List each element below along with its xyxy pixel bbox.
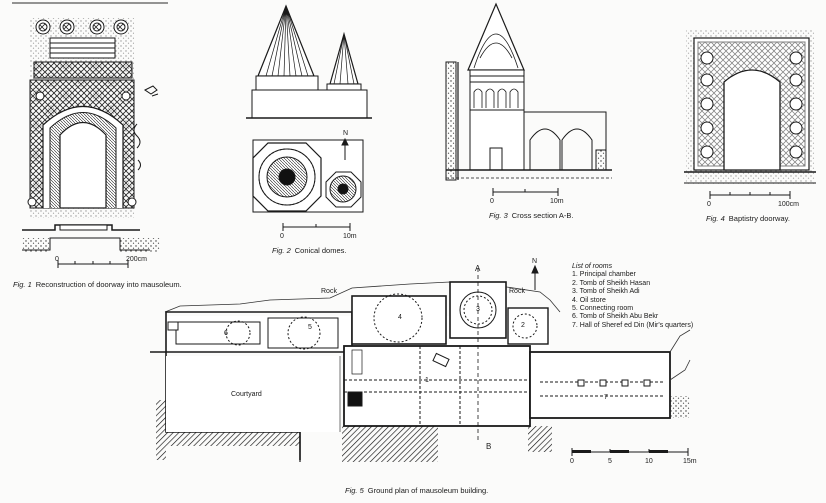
fig4-baptistry-doorway — [684, 30, 816, 185]
fig4-scale-start: 0 — [707, 201, 711, 208]
fig5-room-6: 6 — [224, 330, 228, 337]
room-list-item: 6. Tomb of Sheikh Abu Bekr — [572, 313, 659, 321]
room-list: List of rooms 1. Principal chamber 2. To… — [572, 263, 693, 330]
fig1-scale-start: 0 — [55, 256, 59, 263]
fig1-scale-end: 200cm — [126, 256, 148, 263]
fig5-ground-plan — [150, 268, 691, 462]
room-list-item: 1. Principal chamber — [572, 271, 636, 279]
fig5-room-1: 1 — [425, 377, 429, 384]
fig5-room-5: 5 — [308, 324, 312, 331]
fig5-room-3: 3 — [476, 306, 480, 313]
fig5-room-7: 7 — [604, 394, 608, 401]
fig2-scale-bar — [282, 223, 351, 231]
room-list-title: List of rooms — [572, 263, 613, 270]
fig2-north-label: N — [343, 130, 349, 137]
fig5-rock-right: Rock — [509, 288, 525, 295]
fig2-number: Fig. 2 — [272, 246, 291, 255]
fig3-cross-section — [445, 2, 612, 181]
fig2-dome-plan — [252, 139, 364, 213]
fig5-scale-5: 5 — [608, 458, 612, 465]
fig1-doorway-drawing — [22, 18, 160, 252]
fig5-number: Fig. 5 — [345, 486, 364, 495]
room-list-item: 7. Hall of Sheref ed Din (Mir's quarters… — [572, 321, 694, 329]
fig2-caption-text: Conical domes. — [294, 246, 347, 255]
fig5-section-a: A — [475, 264, 481, 273]
fig5-rock-left: Rock — [321, 288, 337, 295]
fig5-caption-text: Ground plan of mausoleum building. — [367, 486, 489, 495]
fig5-scale-15m: 15m — [683, 458, 697, 465]
fig4-scale-end: 100cm — [778, 201, 800, 208]
room-list-item: 2. Tomb of Sheikh Hasan — [572, 279, 651, 287]
fig4-number: Fig. 4 — [706, 214, 725, 223]
fig3-number: Fig. 3 — [489, 211, 508, 220]
fig1-scale-bar — [57, 260, 129, 268]
fig4-scale-bar — [709, 191, 791, 199]
fig5-north-label: N — [532, 258, 538, 265]
fig1-caption-text: Reconstruction of doorway into mausoleum… — [35, 280, 182, 289]
fig2-scale-start: 0 — [280, 233, 284, 240]
fig3-scale-bar — [492, 188, 559, 196]
fig3-caption-text: Cross section A-B. — [511, 211, 574, 220]
room-list-item: 5. Connecting room — [572, 305, 634, 313]
fig2-scale-end: 10m — [343, 233, 357, 240]
fig2-north-arrow — [341, 137, 349, 160]
fig5-courtyard-label: Courtyard — [231, 391, 262, 398]
fig5-room-4: 4 — [398, 314, 402, 321]
fig5-scale-0: 0 — [570, 458, 574, 465]
fig4-caption-text: Baptistry doorway. — [728, 214, 790, 223]
fig2-dome-elevation — [246, 4, 372, 119]
fig1-number: Fig. 1 — [13, 280, 32, 289]
room-list-item: 3. Tomb of Sheikh Adi — [572, 288, 640, 296]
fig3-scale-end: 10m — [550, 198, 564, 205]
fig3-scale-start: 0 — [490, 198, 494, 205]
fig5-scale-10: 10 — [645, 458, 653, 465]
fig5-room-2: 2 — [521, 322, 525, 329]
fig5-north-arrow — [531, 264, 539, 290]
room-list-item: 4. Oil store — [572, 296, 606, 304]
fig5-scale-bar — [571, 448, 689, 456]
fig5-section-b: B — [486, 442, 492, 451]
